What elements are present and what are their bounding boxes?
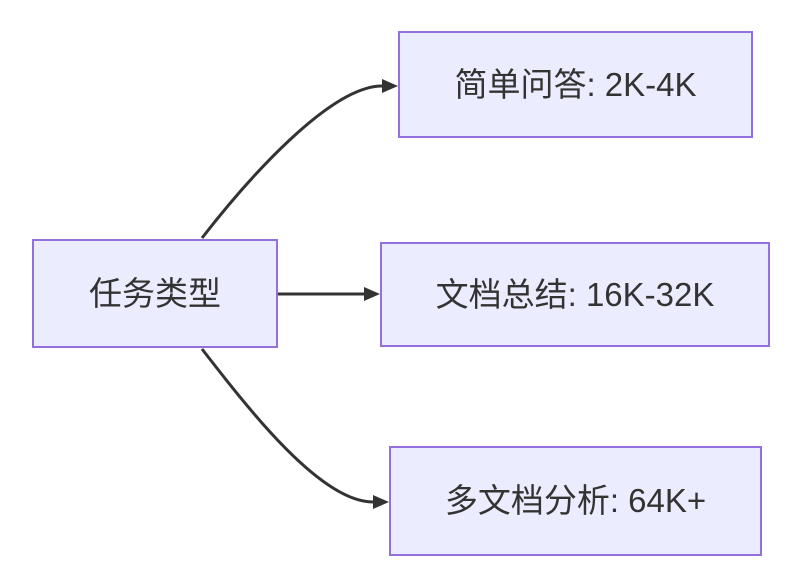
node-task-type: 任务类型 bbox=[32, 239, 278, 348]
node-simple-qa-label: 简单问答: 2K-4K bbox=[454, 65, 697, 103]
node-simple-qa: 简单问答: 2K-4K bbox=[398, 31, 753, 138]
node-doc-summary-label: 文档总结: 16K-32K bbox=[435, 275, 715, 313]
node-multi-doc: 多文档分析: 64K+ bbox=[389, 446, 762, 556]
node-multi-doc-label: 多文档分析: 64K+ bbox=[444, 482, 707, 520]
node-task-type-label: 任务类型 bbox=[89, 274, 221, 312]
edge-task-to-simple-qa bbox=[200, 79, 398, 239]
edge-task-to-multi-doc bbox=[200, 348, 389, 509]
node-doc-summary: 文档总结: 16K-32K bbox=[380, 242, 770, 347]
